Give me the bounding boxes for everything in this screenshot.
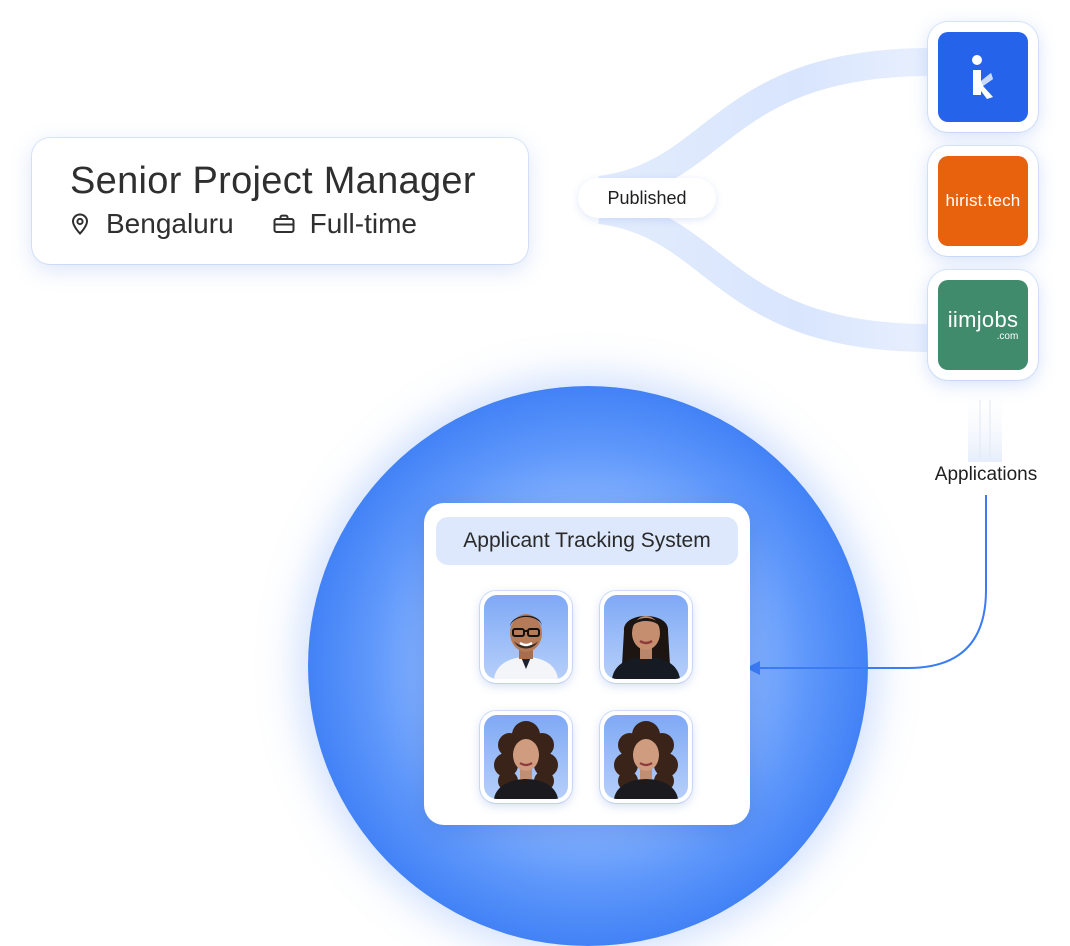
job-board-hirist[interactable]: hirist.tech [928, 146, 1038, 256]
cutshort-logo [938, 32, 1028, 122]
candidate-avatar[interactable] [480, 711, 572, 803]
job-location-label: Bengaluru [106, 208, 234, 239]
candidate-avatar[interactable] [600, 591, 692, 683]
applications-label: Applications [918, 462, 1054, 488]
job-location: Bengaluru [68, 208, 234, 240]
ribbon-bottom [598, 196, 931, 352]
arrow-head [746, 661, 760, 675]
job-board-cutshort[interactable] [928, 22, 1038, 132]
candidate-woman-straight-hair-photo [604, 595, 688, 679]
candidate-avatar[interactable] [480, 591, 572, 683]
cutshort-logo-icon [972, 55, 993, 99]
candidate-woman-curly-hair-photo [484, 715, 568, 799]
job-meta: Bengaluru Full-time [68, 208, 417, 240]
iimjobs-logo-subtext: .com [996, 330, 1019, 342]
candidate-man-glasses-photo [484, 595, 568, 679]
job-title: Senior Project Manager [70, 160, 476, 202]
hirist-logo: hirist.tech [938, 156, 1028, 246]
ats-title: Applicant Tracking System [436, 517, 738, 565]
candidate-avatar[interactable] [600, 711, 692, 803]
published-status-badge: Published [578, 178, 716, 218]
iimjobs-logo-text: iimjobs [947, 306, 1019, 332]
briefcase-icon [273, 214, 295, 233]
applications-stem [968, 385, 1002, 465]
hirist-logo-text: hirist.tech [945, 191, 1021, 210]
location-pin-icon [71, 213, 89, 235]
ats-card[interactable]: Applicant Tracking System [424, 503, 750, 825]
job-employment-type: Full-time [272, 208, 417, 240]
applications-arrow [756, 495, 987, 669]
job-employment-type-label: Full-time [309, 208, 417, 239]
candidate-woman-curly-hair-photo [604, 715, 688, 799]
job-board-iimjobs[interactable]: iimjobs .com [928, 270, 1038, 380]
iimjobs-logo: iimjobs .com [938, 280, 1028, 370]
job-card[interactable]: Senior Project Manager Bengaluru Full-ti… [32, 138, 528, 264]
ribbon-top [598, 48, 931, 204]
